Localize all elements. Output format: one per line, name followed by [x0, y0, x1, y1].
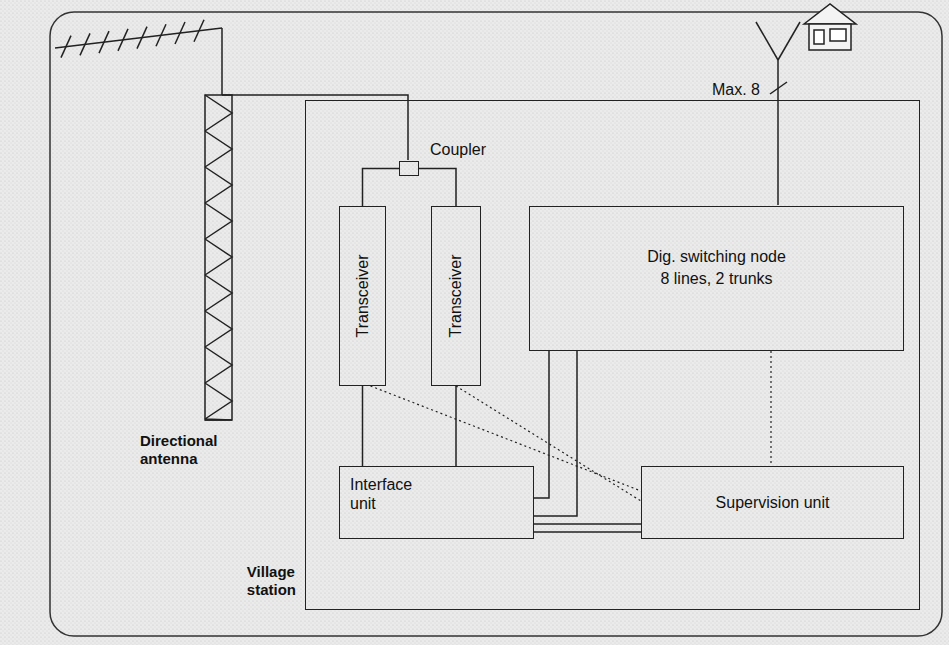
- antenna-elements: [61, 20, 204, 58]
- village-station-box: Village stationCouplerTransceiverTransce…: [305, 100, 920, 610]
- antenna-feed: [221, 28, 223, 95]
- node-label: Dig. switching node: [647, 247, 786, 266]
- house-door: [814, 30, 824, 44]
- node-label: Transceiver: [446, 255, 465, 338]
- signal-line: [534, 351, 577, 516]
- transceiver-box: Transceiver: [339, 206, 386, 386]
- antenna-label: Directional antenna: [140, 432, 218, 468]
- antenna-arm: [756, 22, 778, 60]
- bus-slash: [770, 82, 787, 94]
- signal-line: [534, 351, 549, 498]
- frame: [50, 12, 942, 636]
- antenna-element: [156, 24, 166, 46]
- signal-line: [455, 386, 457, 466]
- switching-node-box: Dig. switching node 8 lines, 2 trunks: [529, 206, 904, 351]
- feed-cable: [222, 95, 408, 160]
- supervision-link: [770, 351, 771, 466]
- house-icon: [804, 4, 856, 50]
- node-label: Coupler: [430, 140, 486, 159]
- directional-antenna: [55, 20, 408, 420]
- antenna-element: [194, 20, 204, 42]
- antenna-element: [80, 33, 90, 55]
- node-label: 8 lines, 2 trunks: [660, 269, 772, 288]
- signal-line: [419, 169, 456, 207]
- supervision-link: [371, 386, 642, 491]
- antenna-element: [137, 27, 147, 49]
- node-label: Interface unit: [350, 475, 412, 513]
- house-body: [809, 24, 851, 50]
- antenna-element: [175, 22, 185, 44]
- node-label: Transceiver: [353, 255, 372, 338]
- house-antenna: [756, 22, 800, 205]
- house-roof: [804, 4, 856, 24]
- node-label: Supervision unit: [716, 493, 830, 512]
- antenna-element: [118, 29, 128, 51]
- antenna-element: [61, 36, 71, 58]
- transceiver-box: Transceiver: [431, 206, 481, 386]
- antenna-line: [777, 60, 779, 205]
- interface-unit-box: Interface unit: [339, 466, 534, 539]
- signal-line: [362, 386, 364, 466]
- supervision-unit-box: Supervision unit: [641, 466, 904, 539]
- line-count-label: Max. 8: [712, 80, 760, 99]
- node-label: Village station: [247, 563, 296, 599]
- mast-lattice: [205, 95, 232, 420]
- antenna-mast: [205, 95, 232, 420]
- antenna-element: [99, 31, 109, 53]
- supervision-link: [456, 386, 641, 501]
- signal-line: [363, 169, 400, 207]
- antenna-arm: [778, 22, 800, 60]
- signal-line: [534, 531, 641, 533]
- signal-line: [534, 523, 641, 525]
- coupler-box: Coupler: [399, 161, 419, 176]
- house-window: [830, 29, 846, 41]
